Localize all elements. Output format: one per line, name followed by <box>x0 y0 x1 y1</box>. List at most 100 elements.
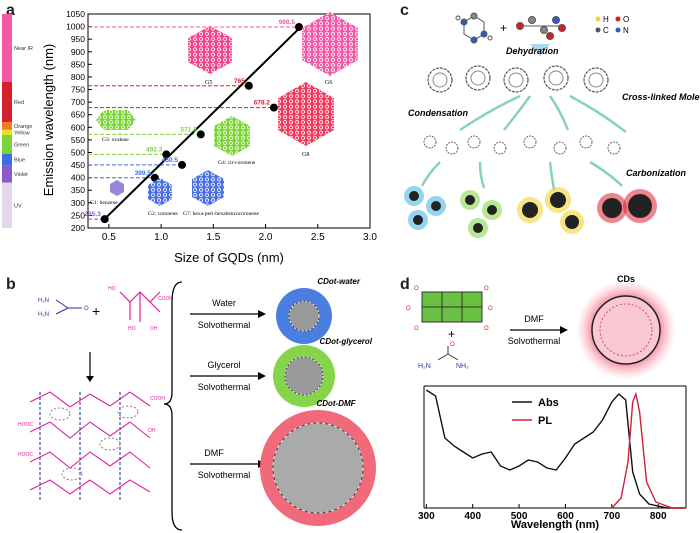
label-dmf-b: DMF <box>204 448 224 458</box>
dot-core-5 <box>473 223 483 233</box>
x-tick-label: 1.5 <box>206 232 220 243</box>
x-tick-label: 2.0 <box>259 232 273 243</box>
spectra-x-label: Wavelength (nm) <box>511 519 600 531</box>
ptcda-molecule <box>421 291 483 323</box>
label-cdot-glycerol: CDot-glycerol <box>320 337 373 346</box>
tangle-core-3 <box>548 70 564 86</box>
x-tick-label: 1.0 <box>154 232 168 243</box>
branch-arrows <box>190 313 258 465</box>
label-g7: G7: hexa-peri-hexabenzocoronene <box>183 211 259 217</box>
data-point <box>162 150 171 159</box>
svg-text:HOOC: HOOC <box>18 422 33 428</box>
reference-dashes <box>88 26 299 220</box>
label-dehydration: Dehydration <box>506 46 559 56</box>
data-point <box>150 173 159 182</box>
label-solvothermal-1: Solvothermal <box>198 320 251 330</box>
y-tick-label: 1050 <box>66 9 85 19</box>
carbon-dots-row <box>404 186 657 238</box>
spectrum-label-3: Yellow <box>14 130 30 136</box>
point-label: 678.2 <box>254 100 271 107</box>
x-tick-label: 2.5 <box>311 232 325 243</box>
svg-text:N: N <box>623 26 629 35</box>
dehydration-arrow <box>530 44 550 56</box>
small-tangle-7 <box>607 141 621 155</box>
label-g4: G4: cir-coronene <box>218 160 256 166</box>
pl-spectrum <box>611 391 686 509</box>
y-tick-label: 750 <box>71 85 85 95</box>
y-tick-label: 500 <box>71 147 85 157</box>
point-label: 571.8 <box>181 126 198 133</box>
svg-text:O: O <box>488 306 493 312</box>
y-tick-label: 950 <box>71 34 85 44</box>
legend-pl: PL <box>538 415 552 427</box>
cd-particle <box>576 280 676 380</box>
urea-o: O <box>450 342 455 348</box>
tangle-core-1 <box>470 70 486 86</box>
spectrum-label-2: Orange <box>14 124 32 130</box>
branch-arrowheads <box>258 310 266 468</box>
dot-core-2 <box>413 215 423 225</box>
data-point <box>269 103 278 112</box>
y-axis-ticks: 2002503003504004505005506006507007508008… <box>66 9 92 233</box>
spectrum-label-1: Red <box>14 100 24 106</box>
panel-letter-c: c <box>400 2 409 19</box>
y-axis-label: Emission wavelength (nm) <box>41 44 56 196</box>
y-tick-label: 850 <box>71 59 85 69</box>
plus-sign: + <box>500 21 507 35</box>
atom-legend: H O C N <box>595 15 629 35</box>
urea-h2n: H₂N <box>418 363 431 370</box>
svg-text:OH: OH <box>150 326 158 332</box>
molecule-g3 <box>96 110 136 130</box>
svg-text:H: H <box>603 15 609 24</box>
small-tangle-0 <box>423 135 437 149</box>
svg-text:O: O <box>414 286 419 292</box>
polymer-network <box>29 391 151 502</box>
label-water: Water <box>212 298 236 308</box>
data-points <box>100 22 303 224</box>
tangled-molecules <box>423 65 621 155</box>
spectrum-band-1 <box>2 81 12 123</box>
point-label: 235.3 <box>84 211 101 218</box>
spectrum-label-6: Violet <box>14 172 28 178</box>
svg-text:O: O <box>414 326 419 332</box>
spectra-legend: Abs PL <box>512 397 559 427</box>
small-tangle-2 <box>467 135 481 149</box>
label-glycerol: Glycerol <box>207 360 240 370</box>
y-tick-label: 900 <box>71 47 85 57</box>
label-g8: G8 <box>302 152 309 158</box>
y-tick-label: 250 <box>71 210 85 220</box>
plus-sign-b: + <box>92 303 100 319</box>
small-tangle-3 <box>493 141 507 155</box>
svg-text:O: O <box>484 326 489 332</box>
label-solvothermal-3: Solvothermal <box>198 470 251 480</box>
spectrum-band-5 <box>2 153 12 166</box>
point-label: 765 <box>234 78 245 85</box>
spectrum-band-0 <box>2 14 12 82</box>
cdot-water-particle <box>276 288 332 344</box>
legend-abs: Abs <box>538 397 559 409</box>
label-solvothermal-d: Solvothermal <box>508 336 561 346</box>
spectra-tick-label: 500 <box>511 511 528 522</box>
cdot-dmf-particle <box>260 410 376 526</box>
data-point <box>178 160 186 169</box>
tangle-core-0 <box>432 72 448 88</box>
spectrum-label-7: UV <box>14 203 22 209</box>
data-point <box>294 22 303 31</box>
small-tangle-6 <box>579 135 593 149</box>
branch-brace <box>163 281 183 531</box>
y-tick-label: 1000 <box>66 22 85 32</box>
spectrum-band-7 <box>2 182 12 228</box>
svg-text:O: O <box>84 306 89 312</box>
svg-text:H₂N: H₂N <box>38 298 49 304</box>
label-g6: G6 <box>325 80 332 86</box>
panel-letter-b: b <box>6 276 16 293</box>
dot-core-6 <box>522 202 538 218</box>
y-tick-label: 550 <box>71 135 85 145</box>
down-arrowhead <box>86 376 94 382</box>
tangle-3 <box>543 65 569 91</box>
y-tick-label: 400 <box>71 173 85 183</box>
plus-sign-d: + <box>448 327 455 341</box>
